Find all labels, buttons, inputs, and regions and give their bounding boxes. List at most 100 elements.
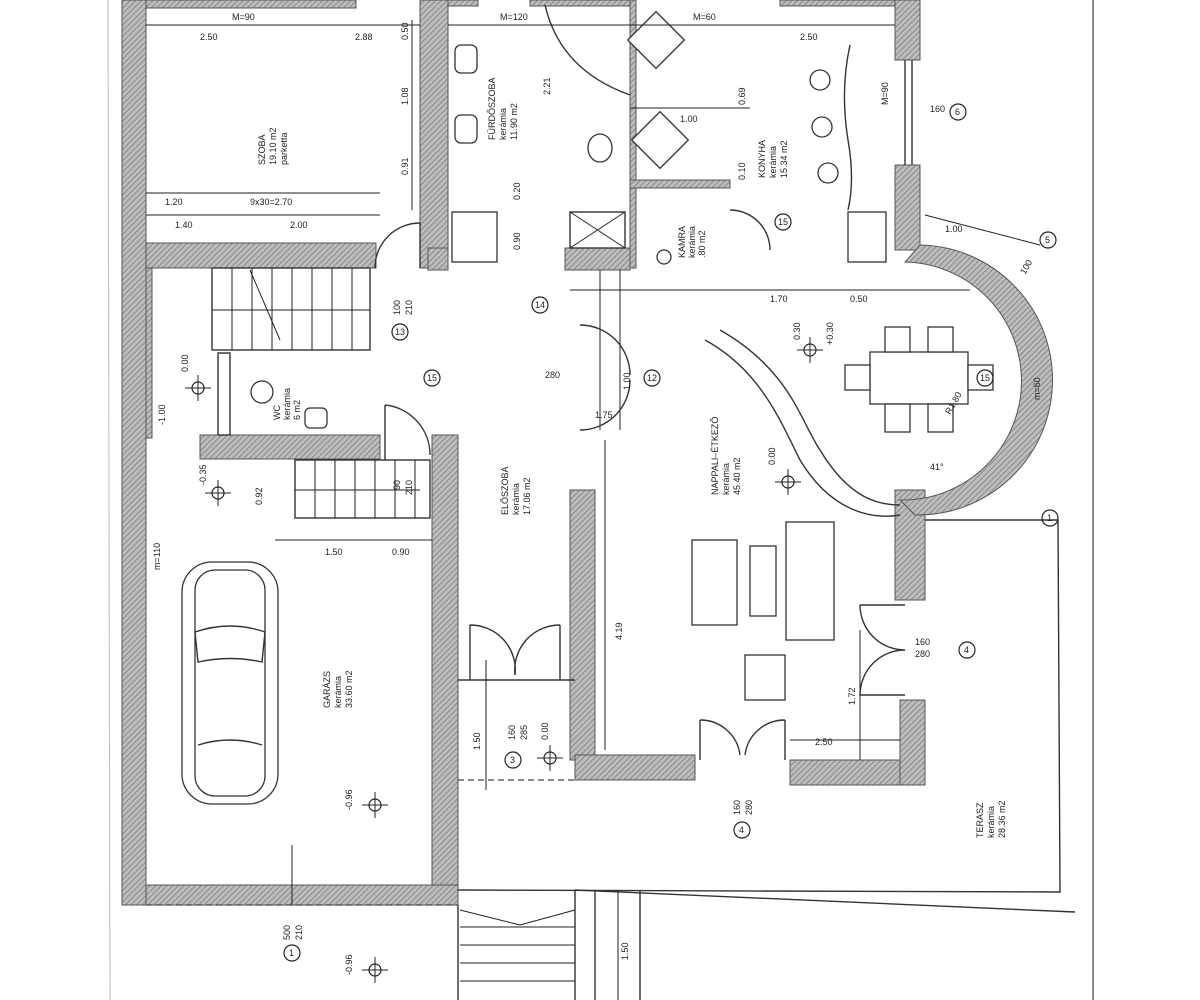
svg-text:M=90: M=90 xyxy=(880,82,890,105)
svg-text:2.50: 2.50 xyxy=(815,737,833,747)
room-kamra-name: KAMRA xyxy=(677,226,687,258)
tag-circle: 1 xyxy=(283,944,301,962)
svg-text:1.00: 1.00 xyxy=(622,372,632,390)
svg-text:500: 500 xyxy=(282,925,292,940)
svg-text:41°: 41° xyxy=(930,462,944,472)
svg-text:14: 14 xyxy=(535,300,545,310)
svg-text:WCkerámia6 m2: WCkerámia6 m2 xyxy=(272,388,302,420)
room-eloszoba-name: ELŐSZOBA xyxy=(500,466,510,515)
level-marker-icon: 0.00 xyxy=(767,447,801,495)
svg-text:2.21: 2.21 xyxy=(542,77,552,95)
svg-text:90: 90 xyxy=(392,480,402,490)
svg-text:m=110: m=110 xyxy=(152,543,162,570)
svg-text:100: 100 xyxy=(1018,258,1034,276)
svg-text:m=60: m=60 xyxy=(1032,377,1042,400)
svg-text:1.50: 1.50 xyxy=(325,547,343,557)
svg-text:2.00: 2.00 xyxy=(290,220,308,230)
svg-text:M=120: M=120 xyxy=(500,12,528,22)
svg-text:1.50: 1.50 xyxy=(620,942,630,960)
tag-circle: 1 xyxy=(1041,509,1059,527)
svg-text:0.10: 0.10 xyxy=(737,162,747,180)
svg-text:0.69: 0.69 xyxy=(737,87,747,105)
svg-text:210: 210 xyxy=(294,925,304,940)
svg-text:1.20: 1.20 xyxy=(165,197,183,207)
dimension-lines xyxy=(146,20,1041,1000)
level-markers: 0.00 -0.35 -0.96 -0.96 0.00 +0.30 0.00 xyxy=(180,322,835,983)
tag-circle: 15 xyxy=(423,369,441,387)
tag-circle: 4 xyxy=(733,821,751,839)
svg-text:ELŐSZOBAkerámia17.06 m2: ELŐSZOBAkerámia17.06 m2 xyxy=(500,466,532,515)
svg-text:15: 15 xyxy=(778,217,788,227)
tag-circle: 12 xyxy=(643,369,661,387)
svg-text:KAMRAkerámia.80 m2: KAMRAkerámia.80 m2 xyxy=(677,226,707,258)
svg-text:4: 4 xyxy=(964,645,969,655)
svg-text:2.50: 2.50 xyxy=(800,32,818,42)
svg-text:1.08: 1.08 xyxy=(400,87,410,105)
svg-text:+0.30: +0.30 xyxy=(825,322,835,345)
svg-text:0.50: 0.50 xyxy=(850,294,868,304)
doors xyxy=(374,209,906,760)
svg-text:160: 160 xyxy=(507,725,517,740)
svg-text:0.00: 0.00 xyxy=(540,722,550,740)
svg-text:285: 285 xyxy=(519,725,529,740)
room-nappali-name: NAPPALI–ÉTKEZŐ xyxy=(710,417,720,495)
svg-text:M=90: M=90 xyxy=(232,12,255,22)
svg-text:0.91: 0.91 xyxy=(400,157,410,175)
tag-circle: 5 xyxy=(1039,231,1057,249)
room-furdo-name: FÜRDŐSZOBA xyxy=(487,77,497,140)
level-marker-icon: -0.35 xyxy=(198,464,231,506)
svg-text:1.75: 1.75 xyxy=(595,410,613,420)
level-marker-icon: -0.96 xyxy=(344,954,388,983)
svg-text:9x30=2.70: 9x30=2.70 xyxy=(250,197,292,207)
room-terasz-name: TERASZ xyxy=(975,802,985,838)
svg-text:12: 12 xyxy=(647,373,657,383)
svg-text:0.90: 0.90 xyxy=(512,232,522,250)
svg-text:1.00: 1.00 xyxy=(680,114,698,124)
tag-circle: 4 xyxy=(958,641,976,659)
svg-text:210: 210 xyxy=(404,480,414,495)
car-icon xyxy=(181,561,279,805)
room-konyha-name: KONYHA xyxy=(757,140,767,178)
opening-tags: 13 14 15 12 15 5 6 4 4 3 1 1 15 xyxy=(283,103,1059,962)
level-marker-icon: 0.00 xyxy=(537,722,563,771)
room-szoba-name: SZOBA xyxy=(257,134,267,165)
paper-edge xyxy=(107,0,111,1000)
svg-text:13: 13 xyxy=(395,327,405,337)
walls xyxy=(121,0,1053,906)
svg-text:0.00: 0.00 xyxy=(767,447,777,465)
svg-text:280: 280 xyxy=(915,649,930,659)
svg-text:160: 160 xyxy=(930,104,945,114)
staircase-upper xyxy=(211,267,371,436)
furniture xyxy=(250,4,994,701)
svg-text:1.50: 1.50 xyxy=(472,732,482,750)
room-garazs-name: GARÁZS xyxy=(322,671,332,708)
svg-text:-0.96: -0.96 xyxy=(344,789,354,810)
svg-text:2.88: 2.88 xyxy=(355,32,373,42)
svg-text:GARÁZSkerámia33.60 m2: GARÁZSkerámia33.60 m2 xyxy=(322,670,354,708)
svg-text:1.70: 1.70 xyxy=(770,294,788,304)
svg-text:2.50: 2.50 xyxy=(200,32,218,42)
svg-text:1.72: 1.72 xyxy=(847,687,857,705)
svg-text:KONYHAkerámia15.34 m2: KONYHAkerámia15.34 m2 xyxy=(757,140,789,178)
svg-text:-0.35: -0.35 xyxy=(198,464,208,485)
svg-text:15: 15 xyxy=(980,373,990,383)
svg-text:210: 210 xyxy=(404,300,414,315)
svg-text:100: 100 xyxy=(392,300,402,315)
tag-circle: 13 xyxy=(391,323,409,341)
svg-text:0.50: 0.50 xyxy=(400,22,410,40)
staircase-entrance xyxy=(459,909,576,982)
level-marker-icon: 0.00 xyxy=(180,354,211,401)
svg-text:4.19: 4.19 xyxy=(614,622,624,640)
svg-text:1.40: 1.40 xyxy=(175,220,193,230)
svg-text:1: 1 xyxy=(289,948,294,958)
svg-text:160: 160 xyxy=(732,800,742,815)
svg-text:0.92: 0.92 xyxy=(254,487,264,505)
svg-text:0.20: 0.20 xyxy=(512,182,522,200)
svg-text:FÜRDŐSZOBAkerámia11.90 m2: FÜRDŐSZOBAkerámia11.90 m2 xyxy=(487,77,519,140)
svg-text:0.90: 0.90 xyxy=(392,547,410,557)
level-marker-icon: +0.30 xyxy=(797,322,835,363)
svg-text:NAPPALI–ÉTKEZŐkerámia45.40 m2: NAPPALI–ÉTKEZŐkerámia45.40 m2 xyxy=(710,417,742,495)
svg-text:M=60: M=60 xyxy=(693,12,716,22)
svg-text:0.30: 0.30 xyxy=(792,322,802,340)
